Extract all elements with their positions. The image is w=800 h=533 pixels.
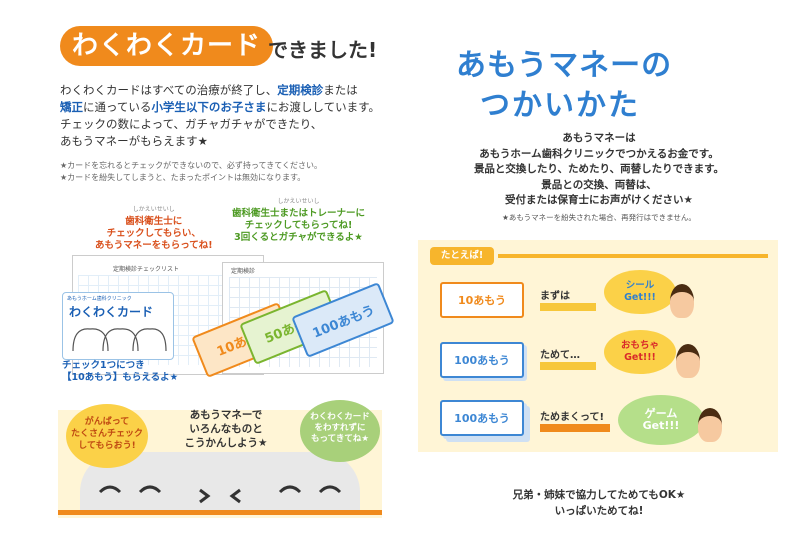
- callout-per-check: チェック1つにつき 【10あもう】もらえるよ★: [62, 360, 179, 383]
- speech-bubble-remember: わくわくカード をわすれずに もってきてね★: [300, 400, 380, 462]
- amou-money-intro: あもうマネーは あもうホーム歯科クリニックでつかえるお金です。 景品と交換したり…: [473, 132, 725, 206]
- callout-hygienist: しかえいせいし 歯科衛生士に チェックしてもらい、 あもうマネーをもらってね!: [95, 206, 213, 251]
- amou-money-title-line2: つかいかた: [480, 88, 640, 123]
- example-heading: たとえば!: [430, 247, 494, 265]
- bottom-strip: [58, 510, 382, 515]
- example-step-1: まずは: [540, 291, 570, 302]
- example-step-3: ためまくって!: [540, 412, 605, 423]
- example-stripe: [498, 254, 768, 258]
- speech-bubble-check: がんばって たくさんチェック してもらおう!: [66, 404, 148, 468]
- callout-trainer: しかえいせいし 歯科衛生士またはトレーナーに チェックしてもらってね! 3回くる…: [232, 198, 366, 243]
- example-bill-3: 100あもう: [440, 400, 524, 436]
- amou-money-title-line1: あもうマネーの: [456, 48, 673, 83]
- child-icon: [670, 284, 694, 318]
- example-bill-1: 10あもう: [440, 282, 524, 318]
- arrow-icon: [540, 362, 596, 370]
- child-icon: [698, 408, 722, 442]
- wakuwaku-card: あもうホーム歯科クリニック わくわくカード: [62, 292, 174, 360]
- footer-message: 兄弟・姉妹で協力してためてもOK★ いっぱいためてね!: [512, 489, 686, 517]
- arrow-icon: [540, 424, 610, 432]
- teeth-icon: [72, 328, 167, 352]
- reissue-note: ★あもうマネーを紛失された場合、再発行はできません。: [502, 213, 696, 222]
- exchange-text: あもうマネーで いろんなものと こうかんしよう★: [184, 409, 268, 449]
- notes: ★カードを忘れるとチェックができないので、必ず持ってきてください。 ★カードを紛…: [60, 161, 322, 182]
- child-icon: [676, 344, 700, 378]
- title-suffix: できました!: [268, 38, 378, 62]
- arrow-icon: [540, 303, 596, 311]
- wakuwaku-card-title: わくわくカード: [60, 26, 274, 66]
- smiling-teeth-icon: [98, 485, 342, 504]
- example-step-2: ためて…: [540, 350, 580, 361]
- example-bill-2: 100あもう: [440, 342, 524, 378]
- intro-text: わくわくカードはすべての治療が終了し、定期検診または 矯正に通っている小学生以下…: [60, 83, 380, 148]
